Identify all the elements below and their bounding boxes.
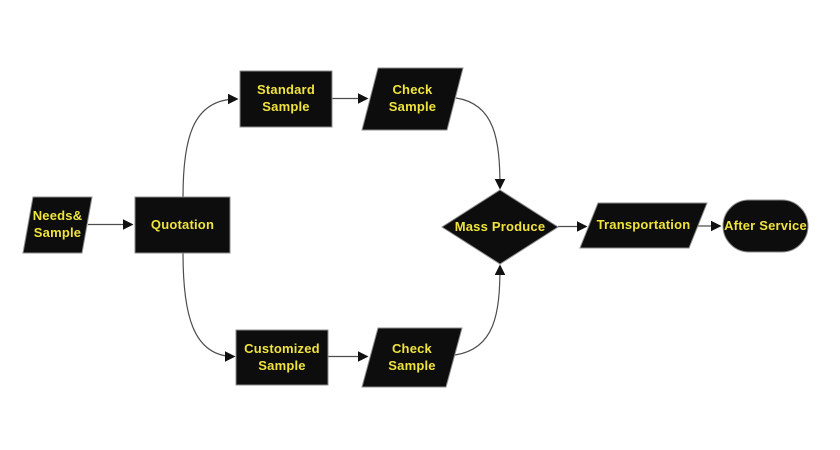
node-shape-mass-produce — [441, 189, 559, 265]
node-shape-transportation — [579, 202, 708, 249]
edge-checkbottom-to-massproduce — [454, 264, 506, 356]
edges-group — [88, 93, 722, 362]
node-shape-check-sample-top — [361, 67, 464, 131]
node-shape-standard-sample — [239, 70, 333, 128]
node-shape-needs-sample — [22, 196, 93, 254]
edge-quotation-to-standard — [182, 93, 239, 198]
edge-checktop-to-massproduce — [455, 97, 506, 190]
node-shape-check-sample-bottom — [361, 327, 463, 388]
nodes-group — [22, 67, 809, 388]
node-shape-quotation — [134, 196, 231, 254]
node-shape-customized-sample — [235, 329, 329, 386]
node-shape-after-service — [722, 199, 809, 253]
edge-quotation-to-customized — [182, 252, 236, 362]
